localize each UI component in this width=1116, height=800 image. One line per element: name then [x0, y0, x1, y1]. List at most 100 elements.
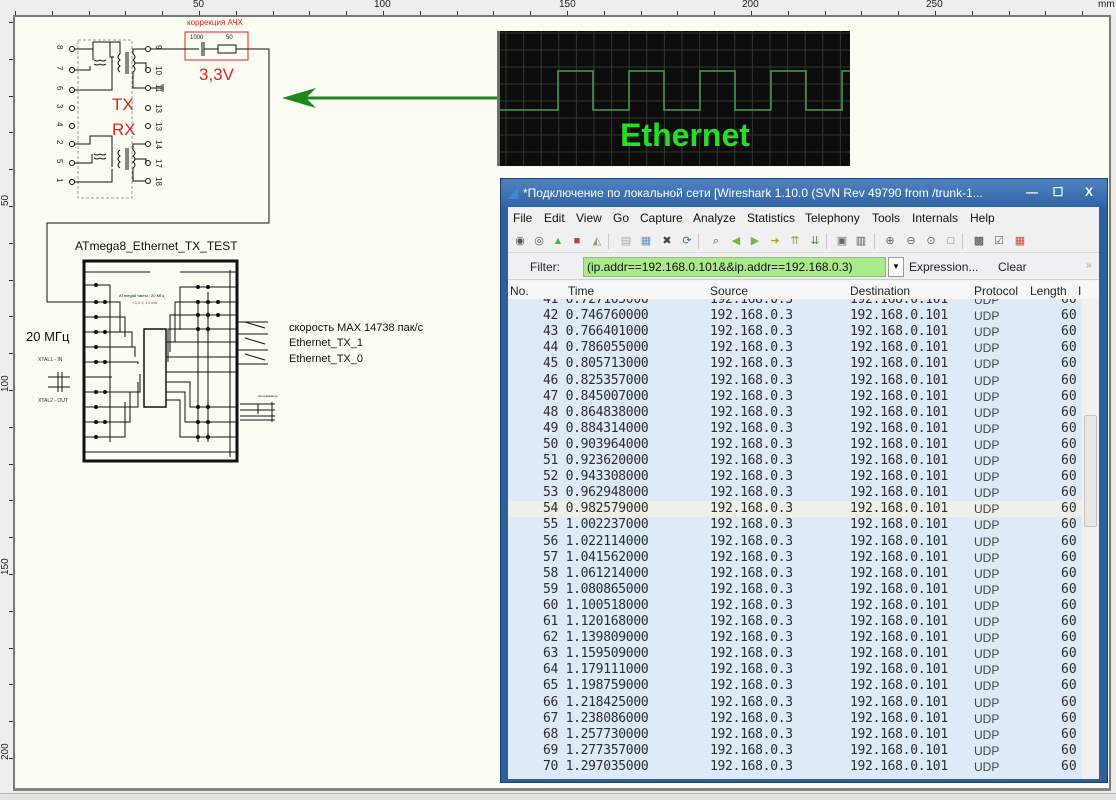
filter-dropdown-button[interactable]: ▼: [888, 257, 904, 277]
column-header-protocol[interactable]: Protocol: [974, 284, 1019, 298]
capacitor-value: 1000: [190, 35, 204, 41]
reload-icon[interactable]: ⟳: [682, 235, 692, 247]
zoom-in-icon[interactable]: ⊕: [885, 235, 895, 247]
ruler-tick: [15, 11, 16, 15]
menu-help[interactable]: Help: [970, 211, 995, 225]
stop-capture-icon[interactable]: ■: [573, 235, 581, 247]
column-header-length[interactable]: Length: [1030, 284, 1067, 298]
packet-length: 60: [1061, 501, 1077, 517]
start-capture-icon[interactable]: ▲: [552, 235, 564, 247]
packet-destination: 192.168.0.101: [850, 299, 948, 307]
menu-file[interactable]: File: [513, 211, 533, 225]
restart-capture-icon[interactable]: ◭: [592, 235, 602, 247]
packet-length: 60: [1061, 646, 1077, 662]
resize-columns-icon[interactable]: □: [947, 235, 955, 247]
scope-title: Ethernet: [620, 117, 750, 153]
ruler-tick: [309, 11, 310, 15]
menu-internals[interactable]: Internals: [912, 211, 959, 225]
expression-button[interactable]: Expression...: [909, 260, 979, 274]
autoscroll-icon[interactable]: ▥: [855, 235, 867, 247]
ruler-tick: [346, 11, 347, 15]
minimize-button[interactable]: —: [1026, 185, 1038, 199]
column-header-destination[interactable]: Destination: [850, 284, 911, 298]
column-header-info[interactable]: I: [1078, 284, 1082, 298]
save-file-icon[interactable]: ▦: [640, 235, 652, 247]
voltage-label: 3,3V: [199, 65, 234, 84]
packet-list-scrollbar[interactable]: [1082, 299, 1099, 779]
menu-edit[interactable]: Edit: [544, 211, 565, 225]
find-icon[interactable]: ⌕: [712, 235, 720, 247]
menu-analyze[interactable]: Analyze: [693, 211, 736, 225]
window-titlebar[interactable]: *Подключение по локальной сети [Wireshar…: [501, 179, 1107, 207]
go-back-icon[interactable]: ◀: [731, 235, 741, 247]
close-button[interactable]: X: [1084, 185, 1093, 199]
go-to-packet-icon[interactable]: ➜: [770, 235, 780, 247]
close-file-icon[interactable]: ✖: [662, 235, 672, 247]
go-first-icon[interactable]: ⇈: [790, 235, 800, 247]
toolbar-overflow-icon[interactable]: »: [1086, 260, 1092, 271]
zoom-out-icon[interactable]: ⊖: [906, 235, 916, 247]
options-icon[interactable]: ◎: [534, 235, 544, 247]
go-forward-icon[interactable]: ▶: [750, 235, 760, 247]
packet-length: 60: [1061, 614, 1077, 629]
packet-length: 60: [1061, 308, 1077, 324]
display-filter-input[interactable]: [583, 257, 886, 277]
scrollbar-thumb[interactable]: [1084, 415, 1097, 527]
open-file-icon[interactable]: ▤: [620, 235, 632, 247]
column-header-source[interactable]: Source: [710, 284, 749, 298]
ruler-tick: [788, 11, 789, 15]
column-header-time[interactable]: Time: [568, 284, 595, 298]
packet-no-time: 43 0.766401000: [543, 324, 649, 340]
display-filters-icon[interactable]: ☑: [994, 235, 1004, 247]
menu-tools[interactable]: Tools: [872, 211, 901, 225]
menu-capture[interactable]: Capture: [640, 211, 683, 225]
coloring-rules-icon[interactable]: ▦: [1014, 235, 1026, 247]
menu-statistics[interactable]: Statistics: [747, 211, 796, 225]
go-last-icon[interactable]: ⇊: [810, 235, 820, 247]
correction-box: [184, 31, 249, 61]
capture-filters-icon[interactable]: ▩: [973, 235, 985, 247]
zoom-normal-icon[interactable]: ⊙: [926, 235, 936, 247]
maximize-button[interactable]: ☐: [1052, 185, 1064, 199]
colorize-icon[interactable]: ▣: [836, 235, 848, 247]
interfaces-icon[interactable]: ◉: [515, 235, 525, 247]
ruler-tick: [9, 353, 13, 354]
menu-view[interactable]: View: [576, 211, 602, 225]
menu-telephony[interactable]: Telephony: [805, 211, 860, 225]
column-header-no[interactable]: No.: [510, 284, 529, 298]
menu-go[interactable]: Go: [613, 211, 630, 225]
pin-number: 11: [154, 84, 163, 93]
ruler-tick: [9, 758, 13, 759]
clear-button[interactable]: Clear: [998, 260, 1027, 274]
